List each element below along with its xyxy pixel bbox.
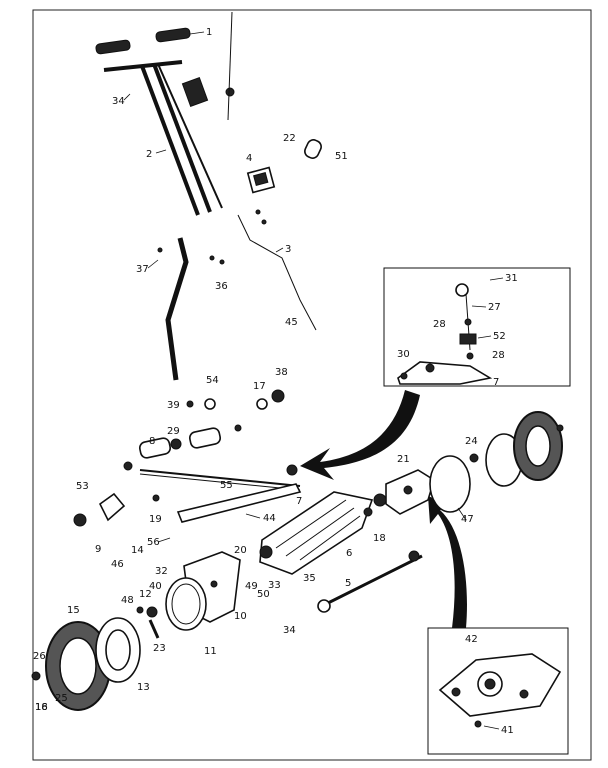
- callout-3: 3: [285, 244, 291, 255]
- callout-45: 45: [285, 317, 298, 328]
- callout-7b: 7: [493, 377, 499, 388]
- callout-9: 9: [95, 544, 101, 555]
- callout-22: 22: [283, 133, 296, 144]
- grip-right: [155, 27, 191, 43]
- callout-52: 52: [493, 331, 506, 342]
- callout-37: 37: [136, 264, 149, 275]
- callout-36: 36: [215, 281, 228, 292]
- callout-21: 21: [397, 454, 410, 465]
- callout-17: 17: [253, 381, 266, 392]
- callout-38: 38: [275, 367, 288, 378]
- callout-34a: 34: [112, 96, 125, 107]
- callout-44: 44: [263, 513, 276, 524]
- callout-33: 33: [268, 580, 281, 591]
- callout-53: 53: [76, 481, 89, 492]
- callout-20: 20: [234, 545, 247, 556]
- callout-7a: 7: [296, 496, 302, 507]
- callout-40: 40: [149, 581, 162, 592]
- cap: [304, 139, 322, 159]
- arrow-up: [428, 496, 467, 628]
- handle-bracket: [181, 77, 209, 107]
- callout-28a: 28: [433, 319, 446, 330]
- callout-27: 27: [488, 302, 501, 313]
- callout-6: 6: [346, 548, 352, 559]
- callout-19: 19: [149, 514, 162, 525]
- callout-18a: 18: [373, 533, 386, 544]
- callout-50: 50: [257, 589, 270, 600]
- callout-13: 13: [137, 682, 150, 693]
- callout-39: 39: [167, 400, 180, 411]
- callout-8: 8: [149, 436, 155, 447]
- wheels: [31, 411, 564, 711]
- callout-11: 11: [204, 646, 217, 657]
- callout-54: 54: [206, 375, 219, 386]
- callout-24: 24: [465, 436, 478, 447]
- callout-35: 35: [303, 573, 316, 584]
- handle-assembly: [95, 11, 322, 381]
- callout-49: 49: [245, 581, 258, 592]
- callout-25: 25: [55, 693, 68, 704]
- callout-15: 15: [67, 605, 80, 616]
- callout-48: 48: [121, 595, 134, 606]
- callout-26: 26: [33, 651, 46, 662]
- callout-51: 51: [335, 151, 348, 162]
- callout-14: 14: [131, 545, 144, 556]
- callout-47: 47: [461, 514, 474, 525]
- callout-1: 1: [206, 27, 212, 38]
- callout-5: 5: [345, 578, 351, 589]
- callout-42: 42: [465, 634, 478, 645]
- inset-side-plate: [427, 627, 569, 755]
- callout-29: 29: [167, 426, 180, 437]
- callout-12: 12: [139, 589, 152, 600]
- grip-left: [95, 39, 131, 55]
- callout-28b: 28: [492, 350, 505, 361]
- callout-10: 10: [234, 611, 247, 622]
- callout-2: 2: [146, 149, 152, 160]
- callout-55: 55: [220, 480, 233, 491]
- callout-labels: 1 2 3 4 5 6 7 7 8 9 10 11 12 13 14 15 16…: [33, 27, 518, 736]
- callout-18b: 18: [35, 702, 48, 713]
- callout-31: 31: [505, 273, 518, 284]
- callout-56: 56: [147, 537, 160, 548]
- callout-41: 41: [501, 725, 514, 736]
- gear-right: [429, 455, 471, 513]
- frame: [32, 9, 592, 761]
- callout-46: 46: [111, 559, 124, 570]
- callout-32: 32: [155, 566, 168, 577]
- callout-4: 4: [246, 153, 252, 164]
- callout-23: 23: [153, 643, 166, 654]
- callout-30: 30: [397, 349, 410, 360]
- callout-16: 16: [35, 702, 48, 713]
- callout-34b: 34: [283, 625, 296, 636]
- leader-lines: [123, 31, 504, 730]
- arrow-left: [300, 390, 420, 480]
- inset-handle-bracket: [383, 267, 571, 387]
- gear-left: [165, 577, 207, 631]
